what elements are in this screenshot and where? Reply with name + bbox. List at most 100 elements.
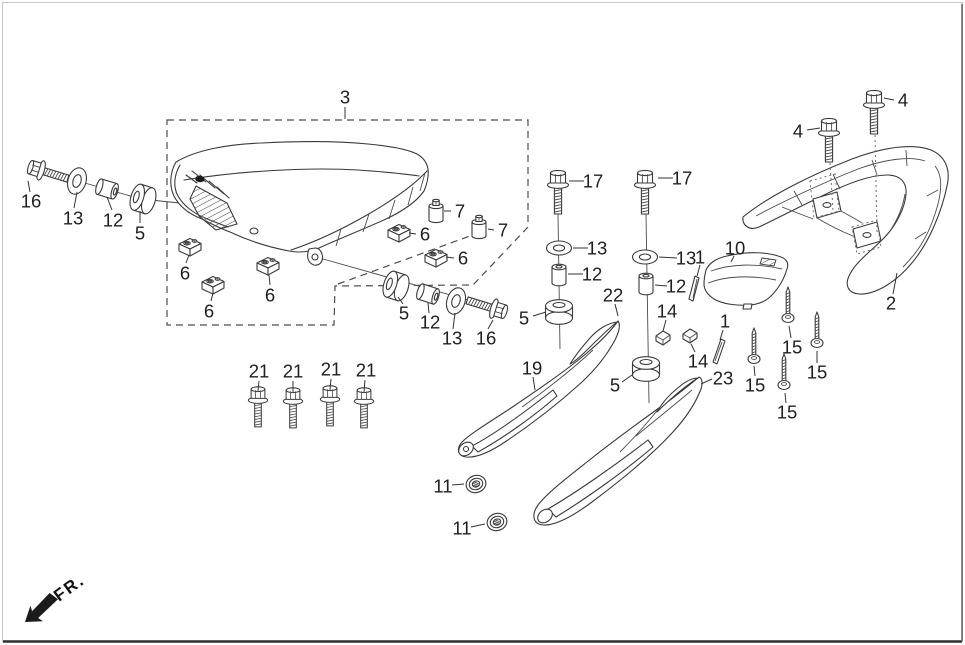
screw-15 [747,327,761,365]
callout-label-6: 6 [458,247,468,268]
callout-label-15: 15 [745,374,766,395]
callout-label-13: 13 [587,237,608,258]
callout-leader-23 [700,378,713,385]
callout-leader-12 [654,284,668,287]
callout-label-4: 4 [793,120,803,141]
callout-leader-21 [329,378,332,391]
callout-leader-6 [210,292,214,302]
callout-leader-6 [185,254,190,264]
callout-label-5: 5 [399,302,409,323]
callout-leader-6 [445,256,455,259]
callout-label-21: 21 [356,359,377,380]
clip-nut-6 [178,237,202,257]
grommet-11 [463,472,489,496]
callout-label-13: 13 [442,327,463,348]
callout-leader-2 [892,272,898,295]
callout-leader-13 [73,191,78,209]
callout-label-13: 13 [63,207,84,228]
callout-leader-12 [106,196,113,211]
callout-label-11: 11 [433,475,452,496]
clip-nut-6 [256,256,280,276]
collar-12-second [638,272,654,296]
callout-label-21: 21 [283,360,304,381]
callout-leader-7 [487,228,495,231]
seat-front-bracket-hatch [189,185,238,231]
callout-leader-15 [784,392,787,404]
callout-label-15: 15 [782,336,803,357]
callout-label-5: 5 [135,222,145,243]
callout-label-12: 12 [103,209,124,230]
collar-12-left [95,178,119,200]
bolt-17-second [633,169,657,215]
grommet-11 [484,510,510,534]
bolt-21 [319,385,341,427]
callout-label-3: 3 [340,86,350,107]
callout-leader-16 [27,180,31,193]
screw-15 [810,311,824,349]
callout-label-15: 15 [807,361,828,382]
bolt-17-first [546,169,570,215]
washer-13-first [545,240,573,256]
bolt-16-lower [463,290,511,323]
callout-label-4: 4 [898,89,908,110]
callout-label-17: 17 [583,170,604,191]
bolt-4 [817,117,841,163]
callout-label-19: 19 [522,357,543,378]
callout-leader-11 [470,523,486,528]
callout-label-14: 14 [688,350,709,371]
seat [170,141,429,266]
callout-label-6: 6 [204,300,214,321]
callout-label-16: 16 [21,190,42,211]
washer-13-second [631,249,659,265]
callout-leader-5 [532,311,547,317]
callout-leader-22 [614,303,619,317]
callout-label-1: 1 [695,246,705,267]
callout-leader-14 [690,343,696,353]
callout-label-6: 6 [265,284,275,305]
callout-label-22: 22 [603,284,624,305]
callout-leader-12 [427,302,430,314]
bolt-21 [282,387,304,429]
screw-15 [781,286,795,324]
callout-leader-10 [730,255,735,263]
side-cover-20 [533,376,703,526]
nut-7 [428,198,444,224]
callout-label-15: 15 [777,401,798,422]
front-direction-indicator: FR. [25,570,88,622]
callout-leader-6 [408,232,417,235]
callout-leader-15 [788,325,792,339]
callout-leader-4 [806,127,821,131]
cover-strip-22 [569,321,618,365]
callout-leader-6 [268,274,271,286]
callout-label-21: 21 [249,360,270,381]
callout-label-2: 2 [886,292,896,313]
callout-leader-14 [662,319,667,332]
bolt-21 [247,386,269,428]
callout-label-7: 7 [455,200,465,221]
callout-label-5: 5 [610,374,620,395]
callout-label-23: 23 [713,367,734,388]
grab-rail-2 [742,146,949,295]
callout-label-16: 16 [476,327,497,348]
rubber-5-first [544,299,574,325]
callout-label-14: 14 [657,300,678,321]
callout-leader-5 [397,296,404,305]
collar-12-lower [416,283,440,305]
callout-leader-15 [753,365,756,377]
callout-label-11: 11 [452,517,471,538]
callout-label-12: 12 [582,263,603,284]
callout-label-1: 1 [720,310,730,331]
callout-label-7: 7 [498,219,508,240]
rubber-5-left [126,181,160,217]
washer-13-left [66,167,88,195]
callout-label-12: 12 [420,311,441,332]
callout-label-6: 6 [180,262,190,283]
callout-leader-13 [452,312,456,330]
pin-1 [712,338,726,365]
callout-leader-13 [658,256,678,259]
callout-leader-1 [719,329,724,341]
